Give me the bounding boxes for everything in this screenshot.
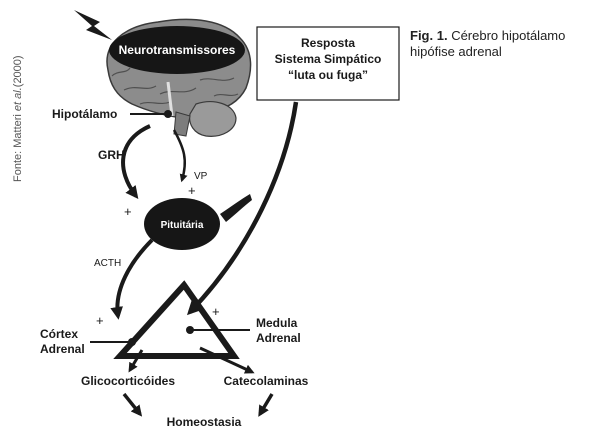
brain-stem: [173, 111, 191, 137]
sympathetic-response-box: [256, 26, 400, 101]
source-prefix: Fonte: Matteri: [12, 111, 24, 182]
sympathetic-to-medulla-arrow: [186, 101, 299, 316]
neurotransmitter-bubble: [109, 26, 245, 74]
homeostasis-label: Homeostasia: [167, 415, 242, 429]
pituitary-label: Pituitária: [161, 220, 204, 231]
cerebellum: [189, 101, 237, 137]
vp-label: VP: [194, 171, 208, 182]
sympathetic-line-1: Resposta: [301, 36, 355, 50]
adrenal-medulla-label-2: Adrenal: [256, 331, 301, 345]
acth-arrow: [110, 238, 154, 320]
neurotransmitter-label: Neurotransmissores: [119, 43, 236, 57]
acth-plus: +: [96, 313, 104, 328]
medulla-to-catecholamines-arrow: [199, 346, 255, 374]
white-stalk: [166, 81, 174, 117]
source-year: (2000): [12, 55, 24, 88]
catecholamines-to-homeostasis-arrow: [258, 393, 274, 417]
grh-arrow: [121, 124, 151, 200]
source-credit: Fonte: Matteri et al.(2000): [12, 12, 24, 182]
medulla-plus: +: [212, 304, 220, 319]
brain-folds: [111, 67, 239, 105]
sympathetic-line-2: Sistema Simpático: [275, 52, 382, 66]
sympathetic-line-3: “luta ou fuga”: [288, 68, 368, 82]
pituitary-stalk: [220, 194, 252, 222]
source-et-al: et al.: [12, 87, 24, 112]
lightning-bolt-icon: [74, 10, 112, 40]
hypothalamus-label: Hipotálamo: [52, 107, 117, 121]
grh-plus: +: [124, 204, 132, 219]
grh-label: GRH: [98, 148, 125, 162]
figure-number: Fig. 1.: [410, 28, 448, 43]
catecholamines-label: Catecolaminas: [224, 374, 309, 388]
figure-caption: Fig. 1. Cérebro hipotálamo hipófise adre…: [410, 28, 595, 60]
glucocorticoids-to-homeostasis-arrow: [122, 392, 143, 417]
cortex-to-glucocorticoids-arrow: [128, 349, 144, 373]
caption-line-1: Cérebro hipotálamo: [451, 28, 566, 43]
brain-illustration: Neurotransmissores: [106, 18, 252, 137]
adrenal-cortex-label-1: Córtex: [40, 327, 78, 341]
caption-line-2: hipófise adrenal: [410, 44, 502, 59]
acth-label: ACTH: [94, 258, 121, 269]
vp-arrow: [172, 129, 188, 183]
adrenal-gland-triangle: [113, 280, 240, 359]
pituitary-gland: [144, 198, 220, 250]
adrenal-cortex-label-2: Adrenal: [40, 342, 85, 356]
vp-plus: +: [188, 183, 196, 198]
adrenal-medulla-label-1: Medula: [256, 316, 298, 330]
glucocorticoids-label: Glicocorticóides: [81, 374, 175, 388]
